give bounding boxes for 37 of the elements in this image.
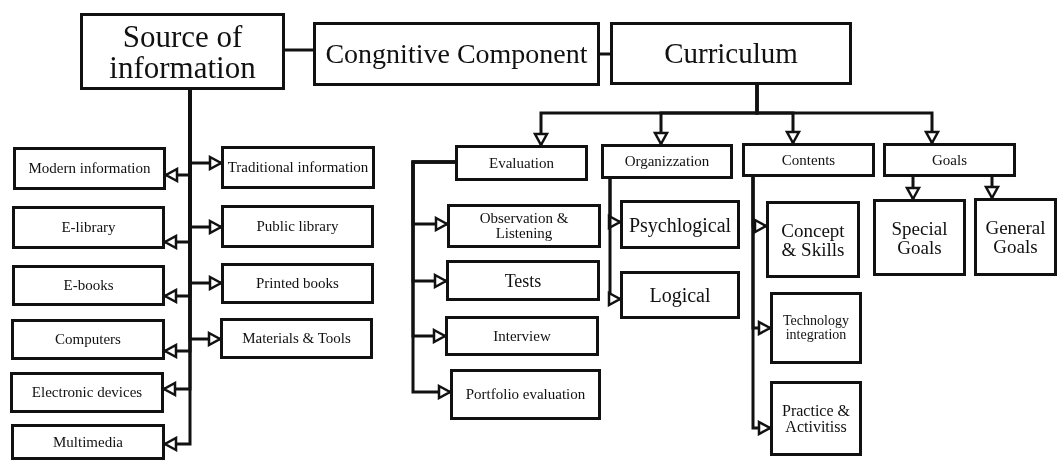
connector-line — [285, 48, 313, 52]
text-box: Logical — [620, 271, 740, 319]
text-box: Organizzation — [601, 144, 733, 179]
text-box: Psychlogical — [620, 200, 740, 249]
text-box: General Goals — [974, 198, 1057, 276]
arrow — [984, 177, 1000, 200]
arrow — [905, 177, 921, 201]
text-box: Printed books — [221, 263, 374, 304]
text-box: Special Goals — [873, 199, 966, 276]
arrow — [163, 90, 192, 452]
text-box: Electronic devices — [10, 372, 164, 413]
text-box: Portfolio evaluation — [450, 369, 601, 420]
text-box: Traditional information — [221, 146, 375, 189]
arrow — [411, 160, 455, 400]
text-box: Evaluation — [455, 145, 588, 181]
text-box: E-library — [12, 206, 165, 249]
arrow — [607, 179, 622, 307]
text-box: Curriculum — [610, 22, 852, 85]
text-box: Contents — [742, 143, 875, 177]
text-box: Computers — [11, 319, 165, 360]
text-box: Public library — [221, 205, 374, 248]
arrow — [751, 177, 772, 436]
text-box: Concept & Skills — [766, 201, 860, 278]
text-box: Observation & Listening — [447, 204, 601, 248]
text-box: Interview — [445, 316, 599, 356]
text-box: Tests — [446, 260, 600, 301]
text-box: Source of information — [80, 13, 285, 90]
text-box: Modern information — [13, 147, 166, 190]
arrow — [755, 85, 940, 145]
connector-line — [600, 52, 610, 56]
text-box: Technology integration — [770, 292, 862, 364]
text-box: E-books — [12, 265, 165, 306]
text-box: Practice & Activitiss — [770, 381, 862, 456]
text-box: Goals — [883, 143, 1016, 177]
text-box: Multimedia — [11, 424, 165, 460]
text-box: Materials & Tools — [220, 318, 373, 359]
text-box: Congnitive Component — [313, 22, 600, 86]
